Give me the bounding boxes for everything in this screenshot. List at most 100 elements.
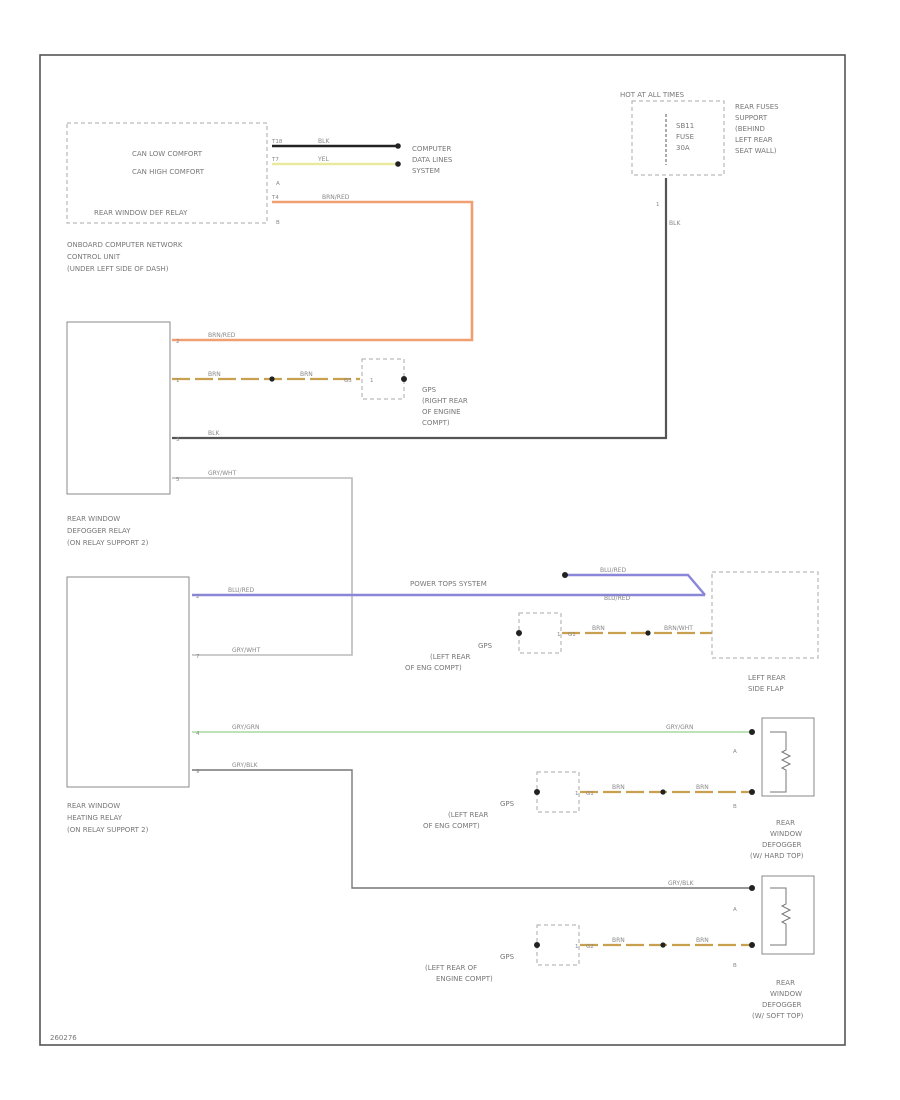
wire-gry-wht (172, 477, 353, 656)
relay2-pin: 7 (196, 654, 200, 660)
wire-def-relay (172, 200, 474, 342)
ground-pin: 1 (370, 378, 374, 384)
wire-label: BLU/RED (228, 587, 255, 594)
wire-label: BRN (696, 937, 709, 944)
ground-code: G1 (586, 791, 594, 797)
ground-side-flap: 1 G1 GPS (LEFT REAR OF ENG COMPT) (405, 612, 576, 672)
wire-label: YEL (317, 156, 329, 163)
defogger-element (770, 731, 792, 793)
wire-label: GRY/BLK (232, 762, 259, 769)
control-unit-row-def-relay: REAR WINDOW DEF RELAY (94, 209, 188, 217)
side-flap-label: LEFT REAR (748, 674, 786, 682)
control-unit-pin: B (276, 220, 280, 226)
ground-right-rear-engine: 1 G3 GPS (RIGHT REAR OF ENGINE COMPT) (344, 358, 468, 427)
heating-relay: 2 7 4 9 REAR WINDOW HEATING RELAY (ON RE… (66, 576, 200, 834)
wire-label: GRY/GRN (666, 724, 693, 731)
relay2-pin: 4 (196, 731, 200, 737)
wire-gry-blk (192, 769, 752, 889)
relay1-label: DEFOGGER RELAY (67, 527, 131, 535)
relay2-label: REAR WINDOW (67, 802, 120, 810)
control-unit-pin: T18 (271, 139, 283, 145)
wire-label: BRN (300, 371, 313, 378)
defogger-soft-label: DEFOGGER (762, 1001, 802, 1009)
ground-defogger-soft: 1 G2 GPS (LEFT REAR OF ENGINE COMPT) (425, 924, 594, 983)
wire-label: GRY/BLK (668, 880, 695, 887)
fuse-panel-label: REAR FUSES (735, 103, 779, 111)
defogger-hard-label: WINDOW (770, 830, 802, 838)
ground-pin: 1 (575, 791, 579, 797)
ground-label: ENGINE COMPT) (436, 975, 493, 983)
defogger-hard-top: A B REAR WINDOW DEFOGGER (W/ HARD TOP) (733, 717, 815, 860)
ground-label: GPS (500, 953, 515, 961)
ground-label: (LEFT REAR (448, 811, 489, 819)
wire-label: GRY/GRN (232, 724, 259, 731)
wire-label: BRN (612, 784, 625, 791)
defogger-hard-pin: A (733, 749, 737, 755)
ground-pin: 1 (557, 632, 561, 638)
power-tops-label: POWER TOPS SYSTEM (410, 580, 487, 588)
control-unit-pin: A (276, 181, 280, 187)
defogger-soft-pin: B (733, 963, 737, 969)
wire-label: BRN (208, 371, 221, 378)
ground-label: GPS (500, 800, 515, 808)
defogger-soft-label: REAR (776, 979, 795, 987)
defogger-soft-label: WINDOW (770, 990, 802, 998)
ground-label: OF ENGINE (422, 408, 461, 416)
defogger-hard-label: (W/ HARD TOP) (750, 852, 804, 860)
splice-dot (660, 789, 666, 795)
relay1-label: (ON RELAY SUPPORT 2) (67, 539, 149, 547)
defogger-relay: 2 1 3 5 REAR WINDOW DEFOGGER RELAY (ON R… (66, 321, 180, 547)
relay1-pin: 5 (176, 477, 180, 483)
wire-label: GRY/WHT (208, 470, 237, 477)
relay1-pin: 3 (176, 437, 180, 443)
fuse-label: 30A (676, 144, 690, 152)
relay1-pin: 1 (176, 378, 180, 384)
ground-label: COMPT) (422, 419, 450, 427)
control-unit-pin: T7 (271, 157, 279, 163)
control-unit-label: ONBOARD COMPUTER NETWORK (67, 241, 183, 249)
side-flap: LEFT REAR SIDE FLAP (711, 571, 819, 693)
diagram-frame (39, 54, 846, 1046)
relay1-label: REAR WINDOW (67, 515, 120, 523)
defogger-soft-pin: A (733, 907, 737, 913)
diagram-id: 260276 (50, 1034, 77, 1042)
ground-label: (LEFT REAR OF (425, 964, 477, 972)
control-unit-row-can-low: CAN LOW COMFORT (132, 150, 203, 158)
defogger-hard-label: DEFOGGER (762, 841, 802, 849)
computer-data-label: SYSTEM (412, 167, 440, 175)
relay2-pin: 9 (196, 769, 200, 775)
splice-dot (269, 376, 275, 382)
wire-label: BLK (669, 220, 681, 227)
defogger-element (770, 887, 792, 946)
relay1-pin: 2 (176, 339, 180, 345)
wire-label: BLK (318, 138, 330, 145)
computer-data-label: DATA LINES (412, 156, 453, 164)
ground-code: G1 (568, 632, 576, 638)
wire-label: GRY/WHT (232, 647, 261, 654)
defogger-soft-label: (W/ SOFT TOP) (752, 1012, 804, 1020)
ground-code: G2 (586, 944, 594, 950)
computer-data-lines: COMPUTER DATA LINES SYSTEM (395, 143, 453, 175)
splice-dot (660, 942, 666, 948)
control-unit-label: (UNDER LEFT SIDE OF DASH) (67, 265, 169, 273)
defogger-hard-label: REAR (776, 819, 795, 827)
wire-label: BLK (208, 430, 220, 437)
control-unit-pin: T4 (271, 195, 279, 201)
ground-label: GPS (478, 642, 493, 650)
power-tops-system: POWER TOPS SYSTEM (410, 572, 568, 588)
relay2-pin: 2 (196, 594, 200, 600)
control-unit-row-can-high: CAN HIGH COMFORT (132, 168, 205, 176)
ground-label: (LEFT REAR (430, 653, 471, 661)
wire-power-tops (566, 573, 706, 596)
fuse-panel: HOT AT ALL TIMES SB11 FUSE 30A REAR FUSE… (620, 91, 779, 208)
fuse-label: SB11 (676, 122, 694, 130)
fuse-panel-pin: 1 (656, 202, 660, 208)
control-unit: CAN LOW COMFORT CAN HIGH COMFORT REAR WI… (66, 122, 283, 273)
computer-data-label: COMPUTER (412, 145, 451, 153)
fuse-label: FUSE (676, 133, 694, 141)
fuse-panel-label: (BEHIND (735, 125, 765, 133)
relay2-label: (ON RELAY SUPPORT 2) (67, 826, 149, 834)
relay2-label: HEATING RELAY (67, 814, 123, 822)
wire-label: BLU/RED (604, 595, 631, 602)
